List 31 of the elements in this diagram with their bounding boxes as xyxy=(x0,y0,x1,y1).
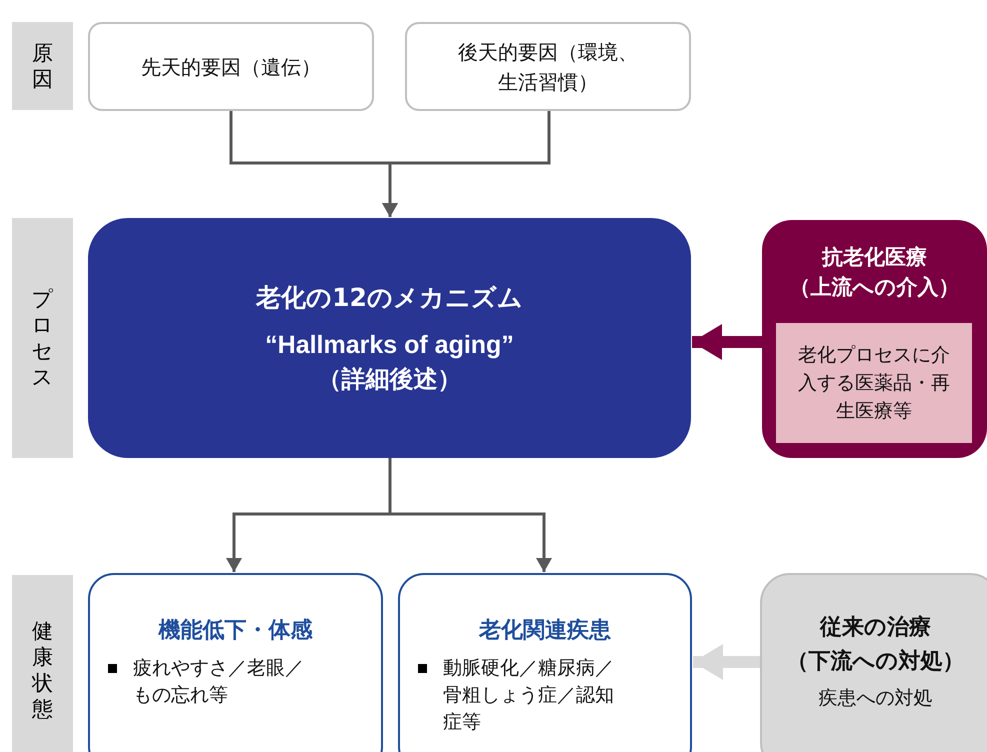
cause-box xyxy=(405,22,691,111)
condition-box xyxy=(88,573,383,752)
box-title: 機能低下・体感 xyxy=(158,617,312,645)
band-label: 健康状態 xyxy=(31,618,54,722)
condition-box xyxy=(398,573,692,752)
intervention-box xyxy=(776,323,972,443)
cause-box xyxy=(88,22,374,111)
arrow xyxy=(693,644,760,680)
box-label: （詳細後述） xyxy=(318,364,462,395)
box-label: 後天的要因（環境、生活習慣） xyxy=(457,38,639,96)
treatment-box xyxy=(760,573,987,752)
box-label: “Hallmarks of aging” xyxy=(265,330,514,361)
box-title: 抗老化医療（上流への介入） xyxy=(788,244,960,301)
box-title: 老化の12のメカニズム xyxy=(256,282,523,314)
bullet-text: 疲れやすさ／老眼／もの忘れ等 xyxy=(133,656,305,708)
mechanism-box xyxy=(88,218,691,458)
box-label: 老化プロセスに介入する医薬品・再生医療等 xyxy=(796,343,951,424)
label-band xyxy=(12,218,73,458)
box-label: 疾患への対処 xyxy=(818,686,932,711)
bullet-text: 動脈硬化／糖尿病／骨粗しょう症／認知症等 xyxy=(443,656,615,735)
label-band xyxy=(12,22,73,110)
arrow xyxy=(382,111,550,217)
band-label: プロセス xyxy=(31,286,54,390)
treatment-box xyxy=(762,220,987,458)
box-label: 先天的要因（遺伝） xyxy=(141,54,321,80)
band-label: 原因 xyxy=(31,40,54,92)
arrow xyxy=(692,324,762,360)
box-title: 老化関連疾患 xyxy=(479,617,611,645)
box-title: 従来の治療（下流への対処） xyxy=(786,614,966,676)
arrow xyxy=(388,458,552,572)
label-band xyxy=(12,575,73,752)
